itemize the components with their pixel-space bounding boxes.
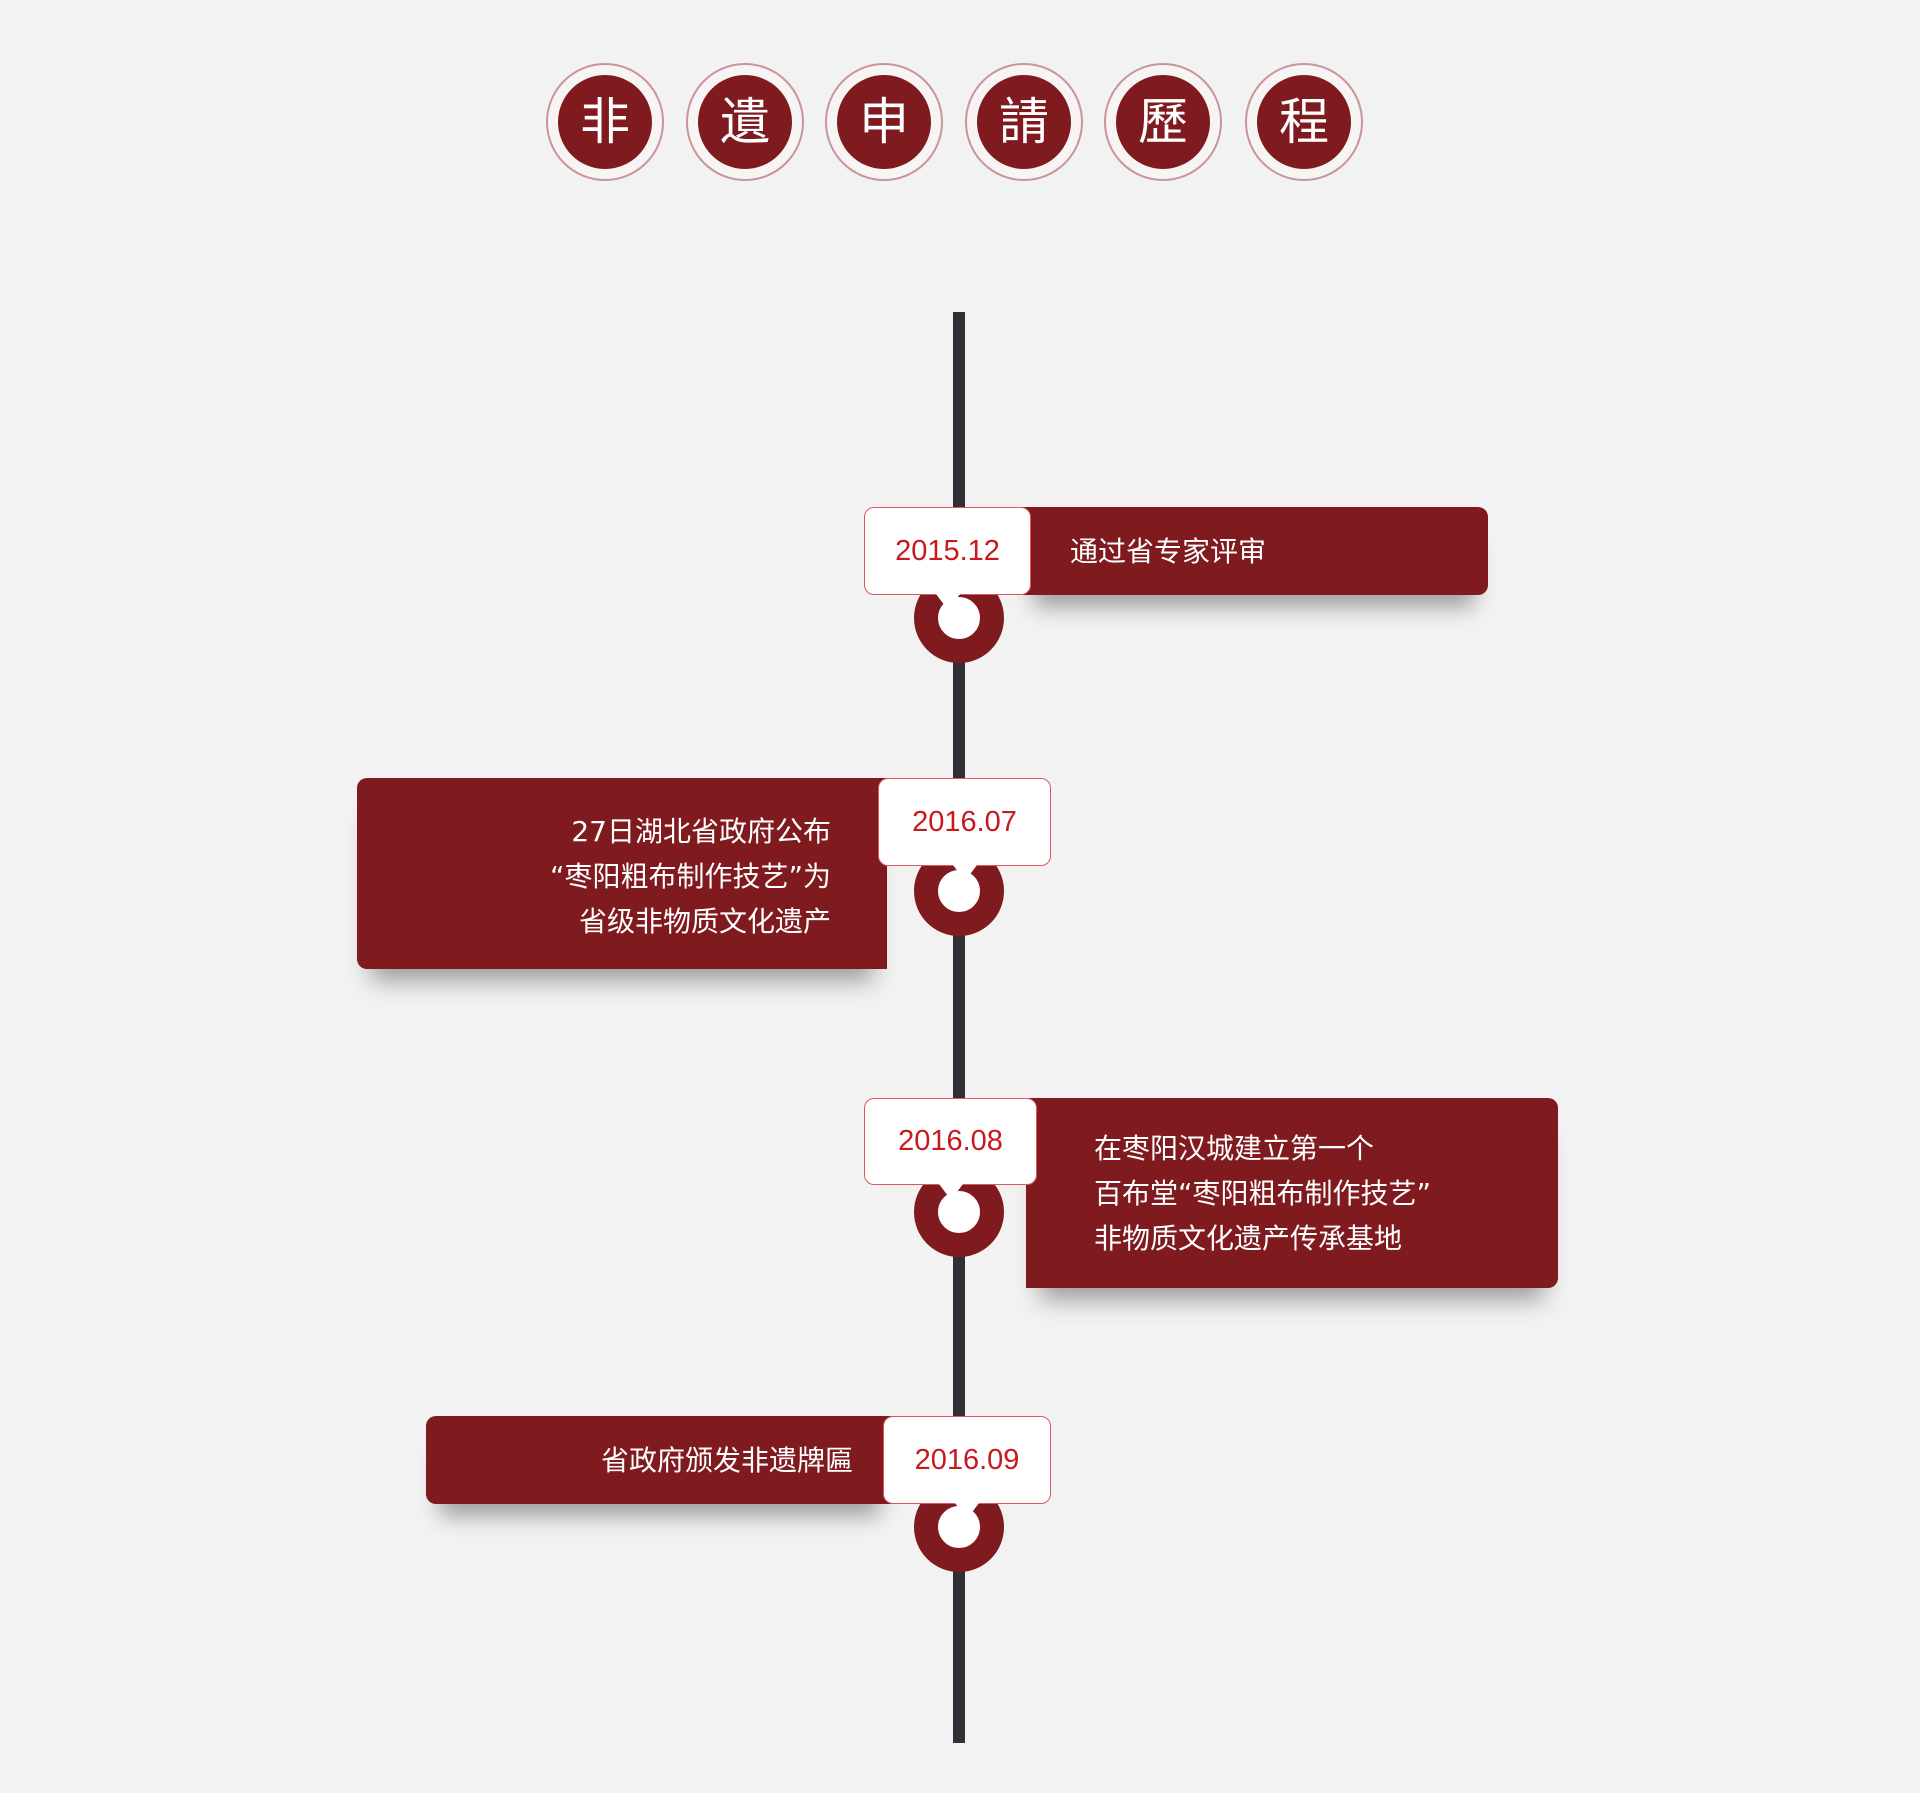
timeline-date: 2016.08 — [864, 1098, 1037, 1200]
seal-char: 非 — [546, 63, 664, 181]
timeline-event-card: 在枣阳汉城建立第一个 百布堂“枣阳粗布制作技艺” 非物质文化遗产传承基地 — [1026, 1098, 1558, 1288]
timeline-date: 2016.09 — [883, 1416, 1051, 1519]
seal-char: 遺 — [686, 63, 804, 181]
timeline-date: 2015.12 — [864, 507, 1031, 610]
seal-char: 歷 — [1104, 63, 1222, 181]
timeline-event-card: 27日湖北省政府公布 “枣阳粗布制作技艺”为 省级非物质文化遗产 — [357, 778, 887, 969]
event-text: 省级非物质文化遗产 — [578, 905, 831, 938]
timeline-date: 2016.07 — [878, 778, 1051, 881]
event-text: 百布堂“枣阳粗布制作技艺” — [1094, 1177, 1432, 1210]
event-text: 通过省专家评审 — [1070, 535, 1267, 568]
seal-char: 申 — [825, 63, 943, 181]
timeline-event-card: 省政府颁发非遗牌匾 — [426, 1416, 893, 1504]
event-text: 非物质文化遗产传承基地 — [1094, 1222, 1403, 1255]
event-text: “枣阳粗布制作技艺”为 — [549, 860, 831, 893]
seal-char: 請 — [965, 63, 1083, 181]
event-text: 在枣阳汉城建立第一个 — [1094, 1132, 1375, 1165]
event-text: 省政府颁发非遗牌匾 — [600, 1444, 853, 1477]
timeline-axis — [953, 312, 965, 1743]
event-text: 27日湖北省政府公布 — [571, 815, 831, 848]
seal-char: 程 — [1245, 63, 1363, 181]
timeline-event-card: 通过省专家评审 — [1020, 507, 1488, 595]
